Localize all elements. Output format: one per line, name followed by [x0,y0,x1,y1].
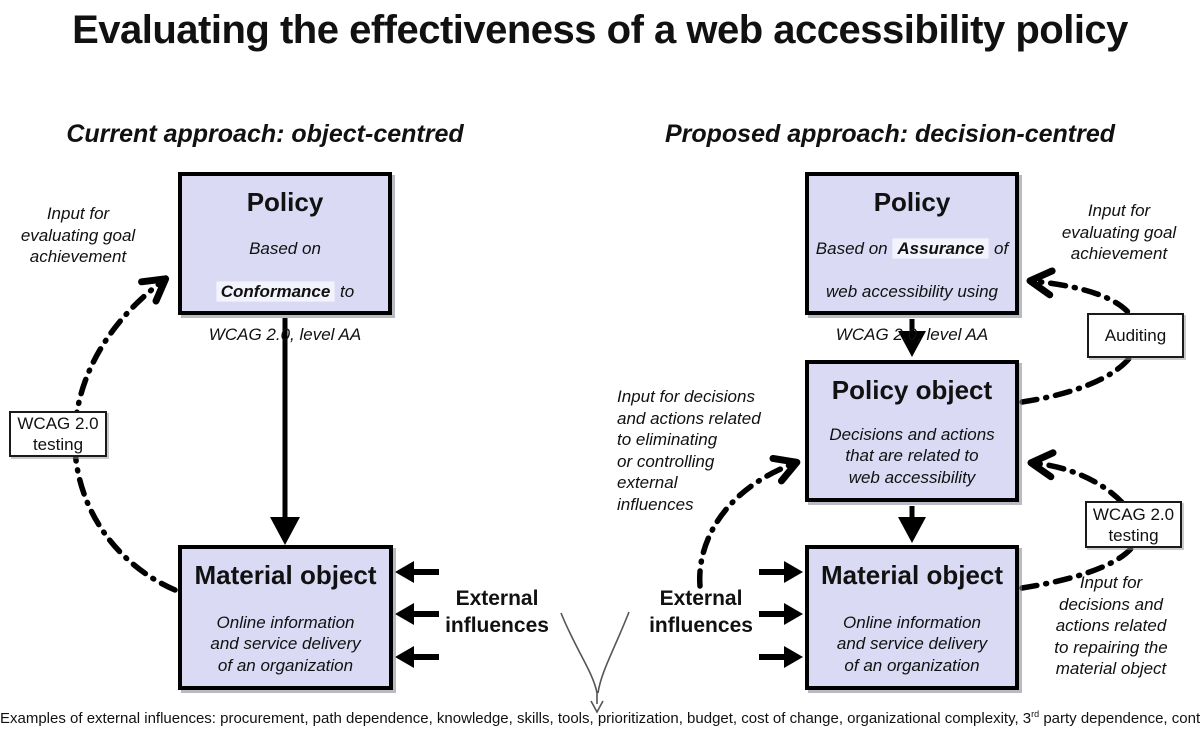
policy-box-current: Policy Based on Conformance to WCAG 2.0,… [178,172,392,344]
assurance-highlight: Assurance [892,237,990,259]
merge-curve-left [560,612,598,704]
page-title: Evaluating the effectiveness of a web ac… [72,8,1128,52]
policy-body-line1-tail: of [989,238,1009,258]
footnote-text: Examples of external influences: procure… [0,710,1032,727]
label-external-influences-left: External influences [445,587,549,637]
ext-arrowhead [784,561,803,583]
policy-body-line3: WCAG 2.0, level AA [208,324,362,344]
material-object-box-current: Material object Online information and s… [178,545,393,690]
examples-pointer-arrow [560,611,630,714]
label-input-eliminating-influences: Input for decisions and actions related … [617,387,761,514]
label-input-repairing-material: Input for decisions and actions related … [1054,573,1168,678]
arrowhead-policyobject-to-material [898,517,926,543]
policy-body-line2-tail: to [335,281,355,301]
policy-box-title: Policy [873,187,951,217]
label-input-goal-achievement-right: Input for evaluating goal achievement [1061,201,1177,263]
policy-box-proposed: Policy Based on Assurance of web accessi… [805,172,1019,344]
merge-arrowhead [590,700,604,714]
label-external-influences-right: External influences [649,587,753,637]
material-object-title: Material object [194,560,377,590]
external-influence-arrows-right [759,561,803,668]
flow-arrows [270,318,926,545]
arrowhead-policy-to-policyobject [898,331,926,357]
merge-curve-right [597,611,630,694]
label-input-goal-achievement-left: Input for evaluating goal achievement [20,204,136,266]
policy-object-body: Decisions and actions that are related t… [829,424,995,487]
policy-body-line2: web accessibility using [826,281,998,301]
material-object-body: Online information and service delivery … [210,612,361,675]
ext-arrowhead [784,603,803,625]
ext-arrowhead [395,561,414,583]
material-object-box-proposed: Material object Online information and s… [805,545,1019,690]
policy-body-line1: Based on [249,238,321,258]
policy-box-body: Based on Conformance to WCAG 2.0, level … [209,216,361,367]
policy-object-title: Policy object [831,375,993,405]
arrowhead-policy-to-material-left [270,517,300,545]
wcag-testing-box-proposed: WCAG 2.0 testing [1085,501,1182,548]
curve-material-to-policyobject-right [1019,449,1141,591]
ext-arrowhead [395,603,414,625]
material-object-title: Material object [820,560,1004,590]
ext-arrowhead [395,646,414,668]
heading-proposed-approach: Proposed approach: decision-centred [664,120,1116,148]
auditing-box: Auditing [1087,313,1184,358]
policy-object-box: Policy object Decisions and actions that… [805,360,1019,502]
wcag-testing-box-current: WCAG 2.0 testing [9,411,107,457]
policy-box-title: Policy [246,187,324,217]
examples-footnote: Examples of external influences: procure… [0,709,1200,727]
conformance-highlight: Conformance [215,280,336,302]
curve-external-to-policyobject [696,454,801,589]
external-influence-arrows-left [395,561,439,668]
footnote-text-tail: party dependence, contracts, etc. [1043,710,1200,727]
policy-body-line1-pre: Based on [815,238,893,258]
policy-box-body: Based on Assurance of web accessibility … [816,216,1008,367]
heading-current-approach: Current approach: object-centred [66,120,464,148]
policy-body-line3: WCAG 2.0, level AA [835,324,989,344]
ext-arrowhead [784,646,803,668]
footnote-superscript: rd [1031,709,1040,719]
material-object-body: Online information and service delivery … [836,612,988,675]
